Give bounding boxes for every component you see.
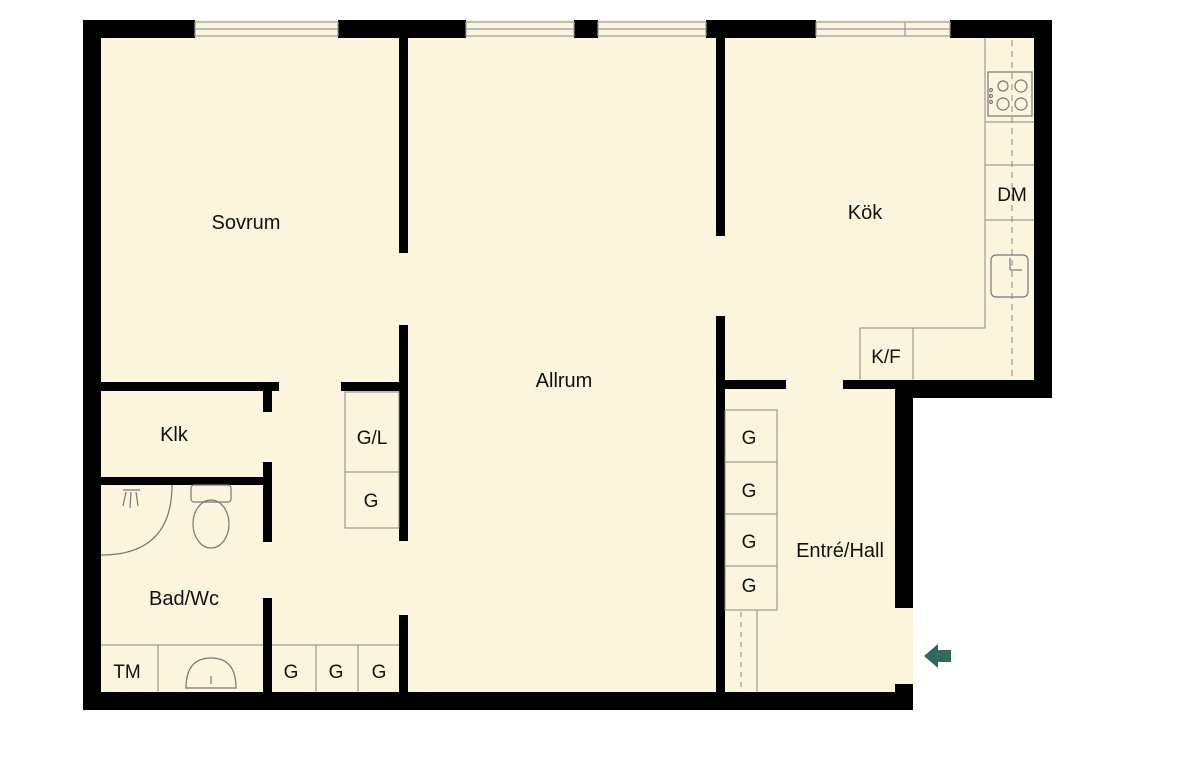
wardrobe-g-label: G [742,576,757,597]
wardrobe-g-label: G [329,662,344,683]
washbasin-icon [185,657,237,689]
wardrobe-g-label: G [284,662,299,683]
washing-machine-label: TM [113,662,140,683]
wardrobes-hall [724,409,778,692]
shower-icon [100,484,173,556]
sink-icon [990,254,1029,298]
kitchen-counter [859,38,1034,380]
wardrobe-g-label: G [742,532,757,553]
wardrobes-bottom [272,644,399,692]
fridge-freezer-label: K/F [871,347,901,368]
entry-arrow-icon [924,644,951,668]
windows [194,21,951,37]
toilet-icon [190,484,232,549]
wardrobe-g-label: G [364,491,379,512]
floor-area [83,20,1052,710]
washbasin-area [101,644,263,692]
wardrobe-gl-label: G/L [357,428,388,449]
dishwasher-label: DM [997,185,1027,206]
room-label-bad: Bad/Wc [149,588,219,610]
room-label-allrum: Allrum [536,370,593,392]
outer-walls [83,20,1052,710]
stove-icon [987,71,1033,117]
wardrobe-g-label: G [742,481,757,502]
room-label-hall: Entré/Hall [796,540,884,562]
wardrobe-g-label: G [372,662,387,683]
room-label-kok: Kök [848,202,883,224]
wardrobe-sovrum [344,391,400,529]
interior-walls [101,38,913,692]
room-label-sovrum: Sovrum [212,212,281,234]
room-label-klk: Klk [160,424,189,446]
wardrobe-g-label: G [742,428,757,449]
